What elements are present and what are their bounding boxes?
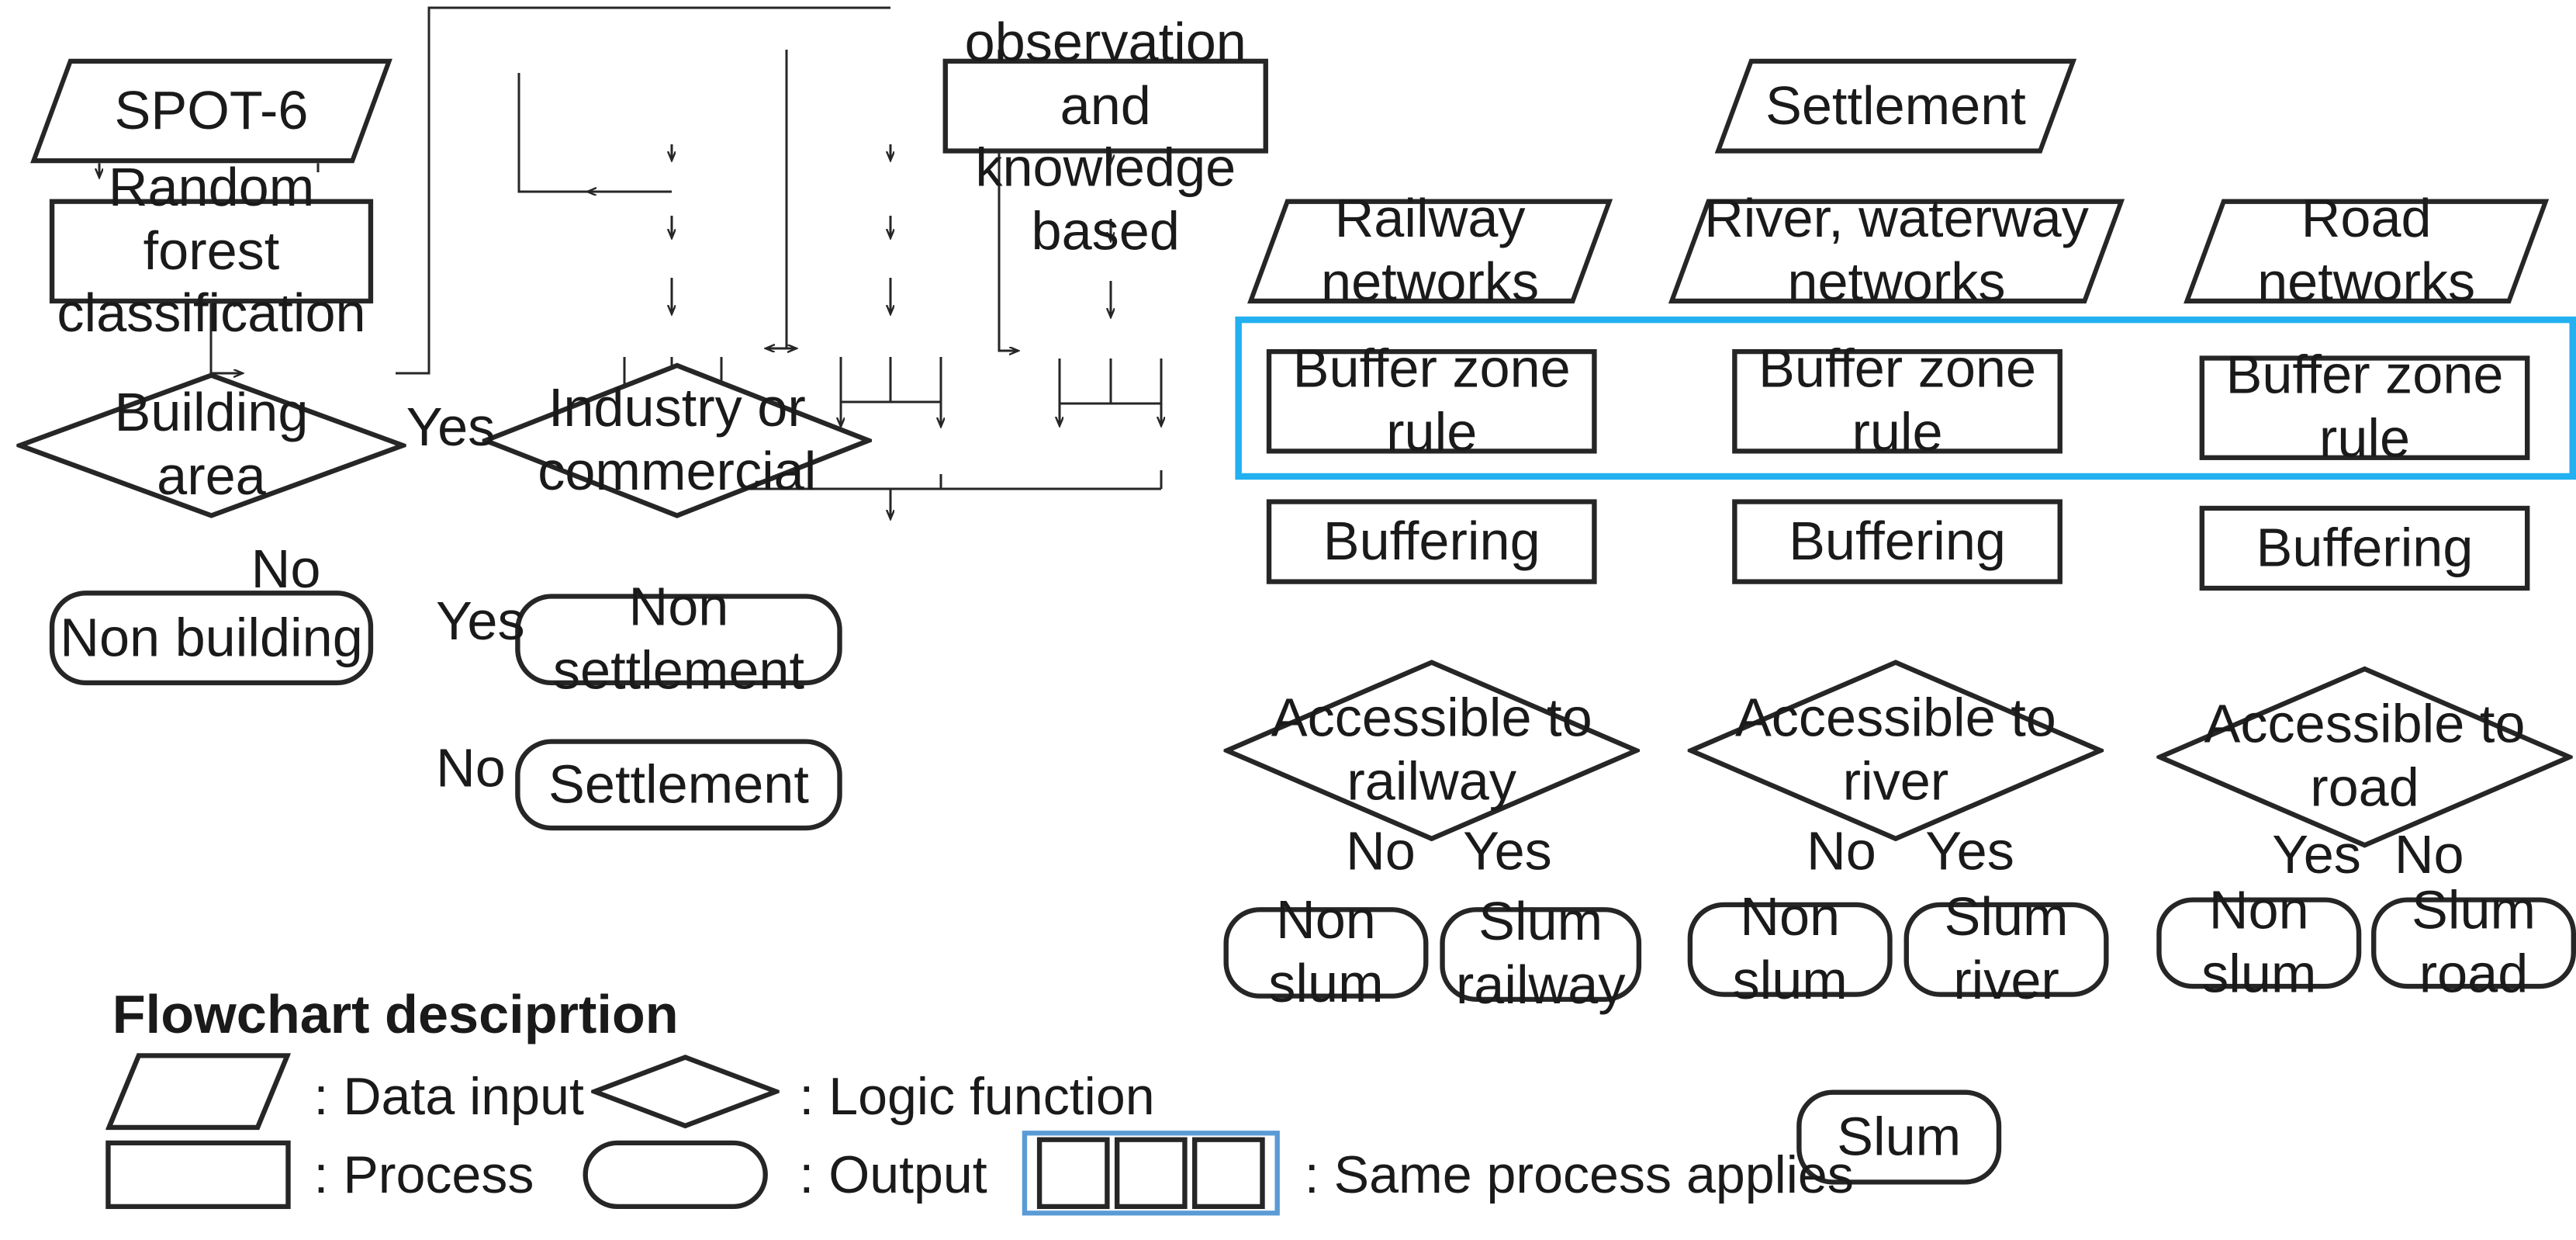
node-building-area-label: Building area <box>114 382 309 506</box>
node-road-networks-input[interactable]: Road networks <box>2184 188 2550 312</box>
diamond-shape <box>2156 666 2572 848</box>
node-railway-buffering-label: Buffering <box>1323 510 1540 570</box>
node-river-non-slum-label: Non slum <box>1732 885 1848 1010</box>
node-slum-railway-label: Slum railway <box>1455 891 1626 1015</box>
legend-symbol-data-input <box>105 1052 290 1131</box>
legend-mini-box-3 <box>1192 1137 1265 1210</box>
same-process-highlight-box <box>1235 316 2576 480</box>
node-non-building[interactable]: Non building <box>49 591 374 686</box>
legend-symbol-logic-function <box>591 1054 780 1129</box>
node-road-buffering-label: Buffering <box>2256 516 2474 577</box>
node-settlement-output-label: Settlement <box>548 753 809 814</box>
legend-label-same-process: : Same process applies <box>1304 1145 1854 1204</box>
node-river-waterway-networks-label: River, waterway networks <box>1704 187 2089 312</box>
diamond-shape <box>1688 659 2104 841</box>
node-road-networks-label: Road networks <box>2257 187 2476 312</box>
edge-label-river-no: No <box>1806 820 1876 882</box>
node-industry-commercial-label: Industry or commercial <box>538 376 817 501</box>
node-river-waterway-networks-input[interactable]: River, waterway networks <box>1668 188 2125 312</box>
node-slum-final-output[interactable]: Slum <box>1796 1089 2002 1185</box>
node-road-buffer-zone-rule[interactable]: Buffer zone rule <box>2199 345 2530 468</box>
node-random-forest-classification-label: Random forest classification <box>57 155 366 344</box>
node-non-settlement[interactable]: Non settlement <box>515 576 842 700</box>
node-accessible-to-railway-label: Accessible to railway <box>1271 687 1592 812</box>
parallelogram-icon <box>105 1052 290 1131</box>
node-accessible-to-river-decision[interactable]: Accessible to river <box>1688 659 2104 841</box>
legend-mini-box-1 <box>1036 1137 1110 1210</box>
diamond-shape <box>1223 659 1639 841</box>
node-river-buffering-label: Buffering <box>1789 510 2006 570</box>
node-river-buffering[interactable]: Buffering <box>1732 499 2063 584</box>
node-road-non-slum[interactable]: Non slum <box>2156 879 2362 1003</box>
node-slum-railway[interactable]: Slum railway <box>1440 891 1642 1015</box>
edge-label-building-no: No <box>251 538 321 599</box>
diamond-shape <box>16 372 406 518</box>
node-settlement-input[interactable]: Settlement <box>1714 58 2077 154</box>
node-accessible-to-river-label: Accessible to river <box>1734 687 2056 812</box>
node-building-area-decision[interactable]: Building area <box>16 372 406 518</box>
diamond-icon <box>591 1054 780 1129</box>
edge-label-building-yes: Yes <box>406 396 496 457</box>
node-road-non-slum-label: Non slum <box>2201 879 2317 1004</box>
node-settlement-input-label: Settlement <box>1765 74 2026 135</box>
edge-label-road-no: No <box>2394 823 2464 885</box>
node-accessible-to-road-decision[interactable]: Accessible to road <box>2156 666 2572 848</box>
node-railway-buffering[interactable]: Buffering <box>1266 499 1597 584</box>
legend-symbol-same-process <box>1022 1131 1280 1216</box>
node-field-observation[interactable]: Field observation and knowledge based <box>942 0 1268 262</box>
node-railway-networks-input[interactable]: Railway networks <box>1247 188 1613 312</box>
node-railway-buffer-zone-rule[interactable]: Buffer zone rule <box>1266 338 1597 462</box>
node-accessible-to-road-label: Accessible to road <box>2204 693 2526 818</box>
node-slum-final-output-label: Slum <box>1837 1105 1962 1166</box>
node-road-buffering[interactable]: Buffering <box>2199 505 2530 591</box>
legend-label-data-input: : Data input <box>313 1067 584 1126</box>
node-field-observation-label: Field observation and knowledge based <box>964 0 1247 262</box>
edge-label-industry-no: No <box>436 737 506 798</box>
legend-label-output: : Output <box>799 1145 987 1204</box>
edge-label-road-yes: Yes <box>2272 823 2361 885</box>
node-slum-river-label: Slum river <box>1944 885 2069 1010</box>
diamond-shape <box>482 362 872 519</box>
node-spot6[interactable]: SPOT-6 <box>30 58 392 164</box>
node-slum-river[interactable]: Slum river <box>1903 886 2109 1010</box>
node-slum-road[interactable]: Slum road <box>2371 879 2576 1003</box>
edge-label-railway-yes: Yes <box>1463 820 1552 882</box>
node-railway-non-slum-label: Non slum <box>1268 889 1384 1013</box>
node-slum-road-label: Slum road <box>2411 879 2536 1004</box>
node-river-buffer-zone-rule-label: Buffer zone rule <box>1758 338 2037 462</box>
node-spot6-label: SPOT-6 <box>114 79 309 140</box>
node-accessible-to-railway-decision[interactable]: Accessible to railway <box>1223 659 1639 841</box>
node-railway-buffer-zone-rule-label: Buffer zone rule <box>1292 338 1571 462</box>
edge-label-railway-no: No <box>1346 820 1416 882</box>
node-non-building-label: Non building <box>60 606 363 667</box>
legend-symbol-output <box>583 1140 768 1210</box>
legend-label-process: : Process <box>313 1145 534 1204</box>
legend-title: Flowchart desciprtion <box>112 983 679 1044</box>
node-non-settlement-label: Non settlement <box>552 576 805 701</box>
node-industry-commercial-decision[interactable]: Industry or commercial <box>482 362 872 519</box>
node-river-buffer-zone-rule[interactable]: Buffer zone rule <box>1732 338 2063 462</box>
node-railway-non-slum[interactable]: Non slum <box>1223 889 1429 1013</box>
node-settlement-output[interactable]: Settlement <box>515 739 842 831</box>
node-random-forest-classification[interactable]: Random forest classification <box>49 156 374 344</box>
edge-label-industry-yes: Yes <box>436 591 525 651</box>
edge-label-river-yes: Yes <box>1925 820 2014 882</box>
node-road-buffer-zone-rule-label: Buffer zone rule <box>2225 344 2504 469</box>
legend-symbol-process <box>105 1140 291 1210</box>
node-railway-networks-label: Railway networks <box>1321 187 1540 312</box>
node-river-non-slum[interactable]: Non slum <box>1687 886 1893 1010</box>
legend-label-logic-function: : Logic function <box>799 1067 1155 1126</box>
legend-mini-box-2 <box>1114 1137 1188 1210</box>
